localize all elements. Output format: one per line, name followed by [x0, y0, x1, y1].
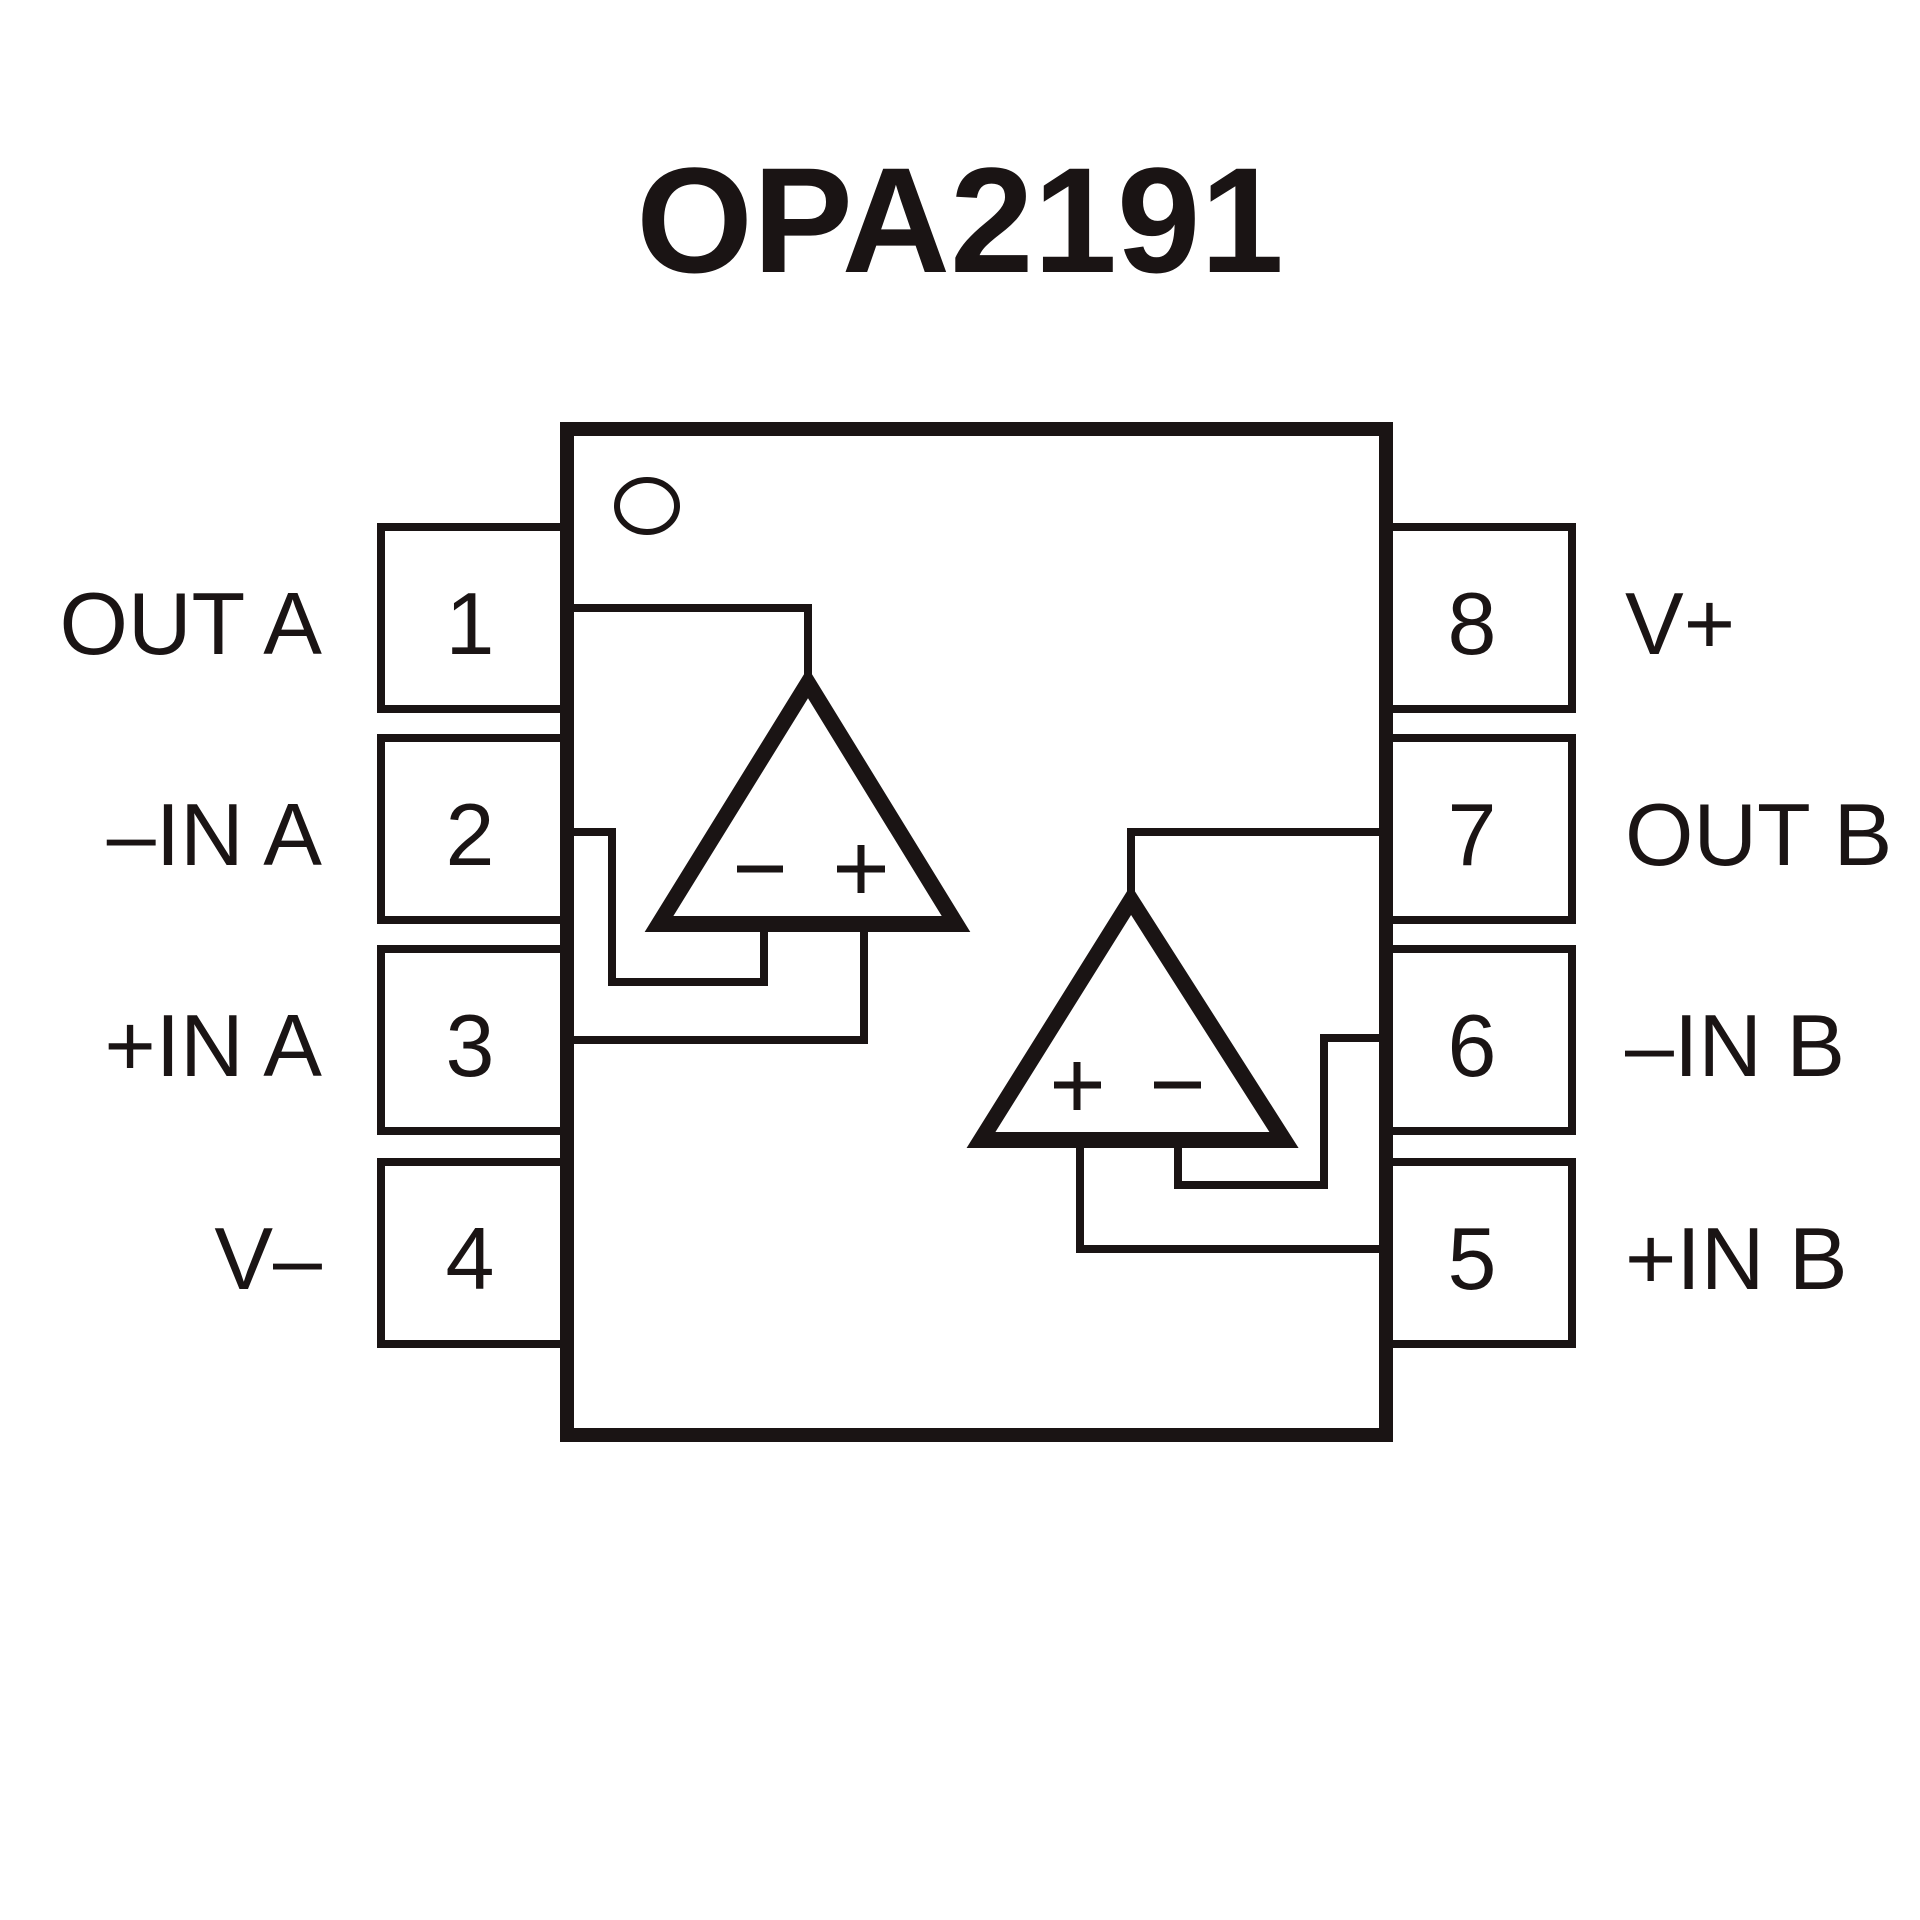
left-pins	[377, 523, 570, 1348]
package-body	[560, 422, 1393, 1442]
pin-number-3: 3	[446, 996, 495, 1095]
pin-box-8	[1383, 523, 1576, 713]
wire-out-b	[1127, 828, 1379, 892]
pin-label-plus-in-a: +IN A	[104, 996, 322, 1095]
pin-label-minus-in-a: –IN A	[107, 785, 323, 884]
wire-plus-in-b	[1076, 1143, 1379, 1253]
pin-label-minus-in-b: –IN B	[1625, 996, 1845, 1095]
pin-box-2	[377, 734, 570, 924]
amp-a-wiring	[574, 604, 868, 1044]
pin-number-7: 7	[1448, 785, 1497, 884]
pin-label-v-plus: V+	[1625, 574, 1735, 673]
pin-number-1: 1	[446, 574, 495, 673]
chip-title: OPA2191	[636, 136, 1284, 304]
pin-label-plus-in-b: +IN B	[1625, 1209, 1848, 1308]
pin-label-v-minus: V–	[214, 1209, 322, 1308]
right-pins	[1383, 523, 1576, 1348]
pin-number-6: 6	[1448, 996, 1497, 1095]
wire-plus-in-a	[574, 924, 868, 1044]
pin-box-1	[377, 523, 570, 713]
pin-number-4: 4	[446, 1209, 495, 1308]
pin-label-out-a: OUT A	[60, 574, 323, 673]
pin-number-5: 5	[1448, 1209, 1497, 1308]
wire-minus-in-b	[1174, 1034, 1379, 1189]
amp-b-plus-sign	[1054, 1062, 1101, 1110]
amp-b-wiring	[1076, 828, 1379, 1253]
wire-minus-in-a	[574, 828, 768, 986]
amp-a-plus-sign	[837, 845, 885, 893]
wire-out-a	[574, 604, 812, 676]
pin-box-3	[377, 945, 570, 1135]
op-amp-b	[966, 885, 1299, 1148]
pin-box-6	[1383, 945, 1576, 1135]
pin-number-2: 2	[446, 785, 495, 884]
op-amp-a	[644, 667, 971, 932]
pin1-indicator-icon	[614, 477, 680, 535]
pin-number-8: 8	[1448, 574, 1497, 673]
pin-label-out-b: OUT B	[1625, 785, 1892, 884]
